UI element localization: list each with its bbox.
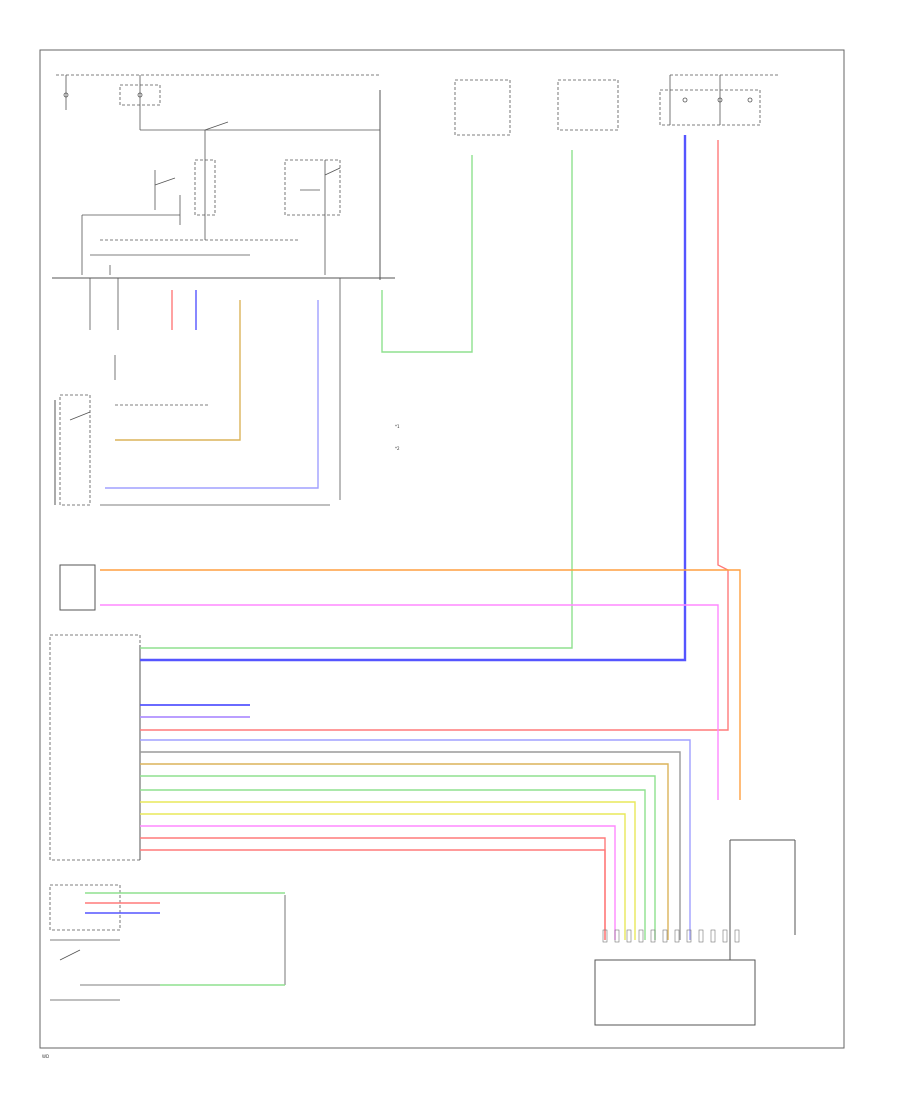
wire-green bbox=[140, 789, 646, 940]
switch-contact bbox=[59, 949, 81, 961]
switch-housing bbox=[59, 394, 91, 506]
wire-purple bbox=[105, 300, 319, 489]
switch-contact bbox=[69, 411, 91, 421]
connector-pin bbox=[674, 929, 680, 943]
connector-pin bbox=[650, 929, 656, 943]
component-box bbox=[557, 79, 619, 131]
switch-box bbox=[284, 159, 341, 216]
switch-box bbox=[194, 159, 216, 216]
connector-pin bbox=[686, 929, 692, 943]
connector-pin bbox=[638, 929, 644, 943]
fuse-symbol bbox=[137, 92, 143, 98]
legend-note: *1 bbox=[395, 424, 400, 429]
wire-orange bbox=[100, 569, 741, 800]
wire-yellow bbox=[140, 813, 626, 940]
connector-pin bbox=[722, 929, 728, 943]
connector-pin bbox=[614, 929, 620, 943]
wire-green bbox=[140, 150, 573, 649]
wire-pink bbox=[140, 825, 616, 940]
connector-pin bbox=[710, 929, 716, 943]
switch-contact bbox=[204, 121, 229, 131]
wire-tan bbox=[140, 763, 669, 940]
wire-red bbox=[140, 837, 606, 940]
wire-pink bbox=[100, 604, 719, 800]
connector-pin bbox=[626, 929, 632, 943]
bottom-right-connector bbox=[594, 839, 796, 1026]
component-box bbox=[454, 79, 511, 136]
footer-code: WD bbox=[42, 1054, 49, 1059]
control-unit-box bbox=[49, 634, 141, 861]
control-unit-block bbox=[49, 634, 141, 861]
fuse-symbol bbox=[747, 97, 753, 103]
wire-red bbox=[140, 140, 729, 731]
wire-yellow bbox=[140, 801, 636, 940]
switch-contact bbox=[324, 167, 341, 176]
wire-red bbox=[140, 849, 606, 940]
top-right-connector-block bbox=[454, 74, 780, 136]
connector-box bbox=[59, 564, 96, 611]
fuse-symbol bbox=[63, 92, 69, 98]
wire-lightblue bbox=[140, 739, 691, 940]
wire-gray bbox=[140, 751, 681, 940]
connector-block bbox=[594, 959, 756, 1026]
connector-pin bbox=[662, 929, 668, 943]
switch-contact bbox=[154, 177, 176, 186]
module-box bbox=[49, 884, 121, 931]
left-middle-block: *1 *2 bbox=[54, 355, 400, 506]
relay-box bbox=[119, 84, 161, 106]
diagram-frame bbox=[39, 49, 845, 1049]
wire-green bbox=[381, 155, 473, 353]
connector-pin bbox=[602, 929, 608, 943]
connector-pin bbox=[698, 929, 704, 943]
component-box bbox=[659, 89, 761, 126]
wire-layer bbox=[85, 135, 741, 986]
wire-tan bbox=[115, 300, 241, 441]
bottom-left-block bbox=[49, 884, 286, 1001]
connector-pin bbox=[734, 929, 740, 943]
wire-blue bbox=[140, 135, 687, 662]
top-left-switch-block bbox=[52, 74, 395, 500]
fuse-symbol bbox=[717, 97, 723, 103]
wire-green bbox=[140, 775, 656, 940]
fuse-symbol bbox=[682, 97, 688, 103]
legend-note: *2 bbox=[395, 446, 400, 451]
